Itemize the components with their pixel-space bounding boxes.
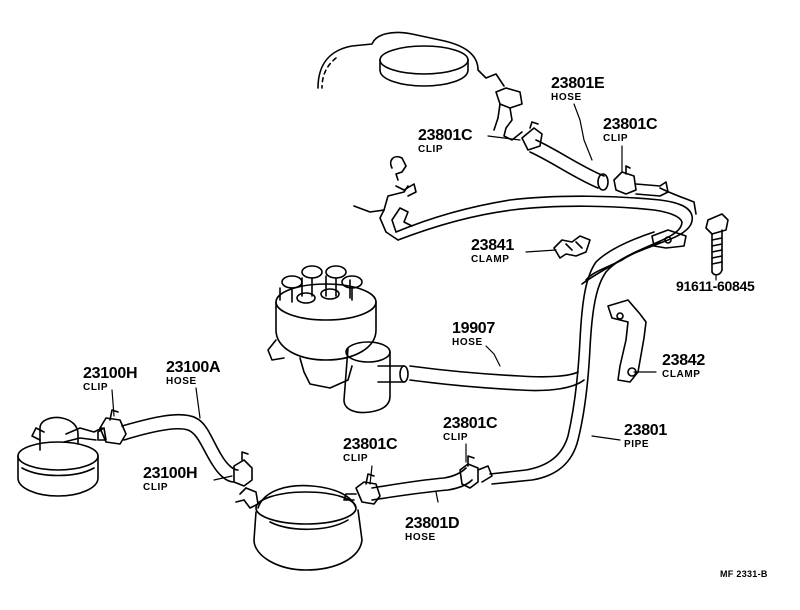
part-description: CLIP bbox=[443, 432, 469, 443]
callout-pipe-23801: 23801 PIPE bbox=[624, 423, 667, 450]
callout-clip-23100H-lower: 23100H CLIP bbox=[143, 465, 198, 493]
clamp-23842 bbox=[607, 299, 647, 383]
bolt-91611-60845 bbox=[705, 213, 729, 276]
part-number: 23801C bbox=[418, 127, 473, 144]
part-description: CLIP bbox=[418, 144, 444, 155]
part-description: CLIP bbox=[83, 382, 109, 393]
callout-clamp-23842: 23842 CLAMP bbox=[662, 353, 705, 380]
part-number: 23801E bbox=[551, 75, 605, 92]
part-number: 23801C bbox=[443, 415, 498, 432]
clip-23100H-lower bbox=[233, 451, 253, 487]
part-number: 23100A bbox=[166, 359, 221, 376]
pipe-bracket bbox=[651, 229, 687, 249]
callout-hose-23100A: 23100A HOSE bbox=[166, 359, 221, 387]
callout-clip-23801C-lower-left: 23801C CLIP bbox=[343, 436, 398, 464]
clip-23801C-upper-left bbox=[521, 121, 543, 151]
part-description: HOSE bbox=[551, 92, 582, 103]
callout-clip-23801C-lower-right: 23801C CLIP bbox=[443, 415, 498, 443]
hose-23100A bbox=[121, 413, 239, 483]
upper-vacuum-pipe bbox=[353, 155, 697, 285]
callout-hose-23801D: 23801D HOSE bbox=[405, 515, 460, 543]
clip-23100H-left bbox=[97, 409, 127, 445]
part-number: 91611-60845 bbox=[676, 278, 755, 294]
part-number: 19907 bbox=[452, 320, 495, 337]
part-number: 23801 bbox=[624, 422, 667, 439]
part-number: 23100H bbox=[143, 465, 198, 482]
carburetor-body bbox=[235, 484, 363, 571]
callout-clip-23100H-left: 23100H CLIP bbox=[83, 365, 138, 393]
clip-23801C-lower-right bbox=[459, 455, 493, 489]
clamp-23841 bbox=[553, 235, 591, 259]
distributor bbox=[267, 265, 409, 414]
pipe-23801 bbox=[489, 231, 661, 485]
part-description: HOSE bbox=[452, 337, 483, 348]
fuel-filter bbox=[17, 416, 103, 497]
part-description: CLAMP bbox=[471, 254, 510, 265]
part-number: 23801C bbox=[343, 436, 398, 453]
leader-lines bbox=[111, 103, 717, 503]
callout-clamp-23841: 23841 CLAMP bbox=[471, 238, 514, 265]
part-description: HOSE bbox=[166, 376, 197, 387]
callout-hose-19907: 19907 HOSE bbox=[452, 321, 495, 348]
part-number: 23842 bbox=[662, 352, 705, 369]
callout-clip-23801C-upper-right: 23801C CLIP bbox=[603, 116, 658, 144]
part-number: 23841 bbox=[471, 237, 514, 254]
part-description: HOSE bbox=[405, 532, 436, 543]
hose-19907 bbox=[409, 365, 585, 392]
hose-23801E bbox=[529, 139, 609, 191]
part-number: 23801C bbox=[603, 116, 658, 133]
hose-23801D bbox=[371, 467, 473, 501]
part-number: 23801D bbox=[405, 515, 460, 532]
part-description: CLIP bbox=[343, 453, 369, 464]
callout-clip-23801C-upper-left: 23801C CLIP bbox=[418, 127, 473, 155]
clip-23801C-lower-left bbox=[343, 473, 381, 505]
part-description: CLAMP bbox=[662, 369, 701, 380]
part-description: PIPE bbox=[624, 439, 650, 450]
callout-hose-23801E: 23801E HOSE bbox=[551, 75, 605, 103]
air-cleaner-outline bbox=[317, 31, 523, 141]
drawing-code: MF 2331-B bbox=[720, 569, 768, 579]
part-description: CLIP bbox=[143, 482, 169, 493]
part-number: 23100H bbox=[83, 365, 138, 382]
part-description: CLIP bbox=[603, 133, 629, 144]
callout-bolt-91611-60845: 91611-60845 bbox=[676, 278, 755, 294]
